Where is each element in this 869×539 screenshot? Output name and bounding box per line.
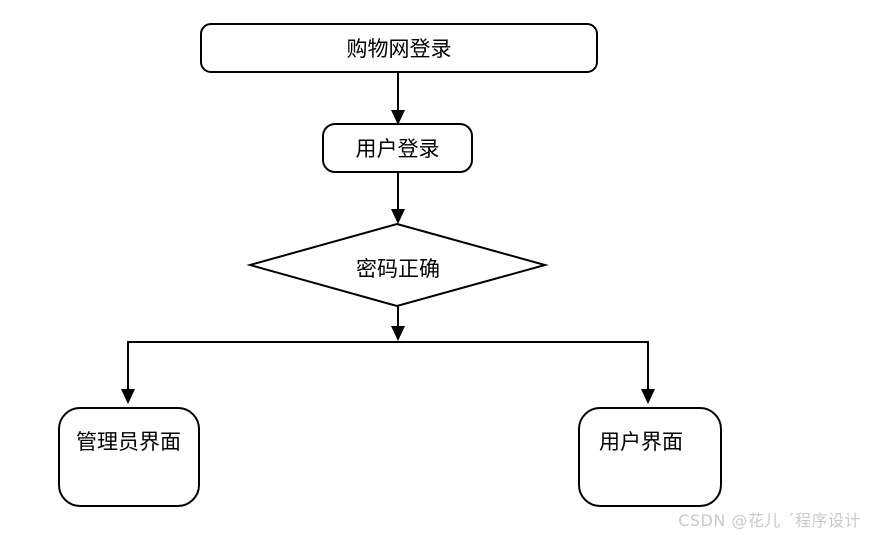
node-admin-interface: 管理员界面 (58, 407, 200, 507)
node-user-interface-label: 用户界面 (599, 430, 683, 454)
node-user-interface: 用户界面 (578, 407, 722, 507)
node-shopping-login-label: 购物网登录 (346, 37, 452, 61)
arrowhead-branch-to-user (641, 389, 655, 404)
node-user-login: 用户登录 (322, 123, 473, 173)
decision-password-correct-label: 密码正确 (356, 257, 440, 281)
arrowhead-decision-to-branch (391, 326, 405, 341)
node-shopping-login: 购物网登录 (200, 23, 598, 73)
node-admin-interface-label: 管理员界面 (76, 430, 181, 454)
arrowhead-top-to-login (391, 110, 405, 125)
csdn-watermark: CSDN @花儿 ´程序设计 (678, 511, 861, 530)
node-user-login-label: 用户登录 (355, 137, 440, 161)
arrowhead-login-to-decision (391, 209, 405, 224)
arrowhead-branch-to-admin (121, 389, 135, 404)
